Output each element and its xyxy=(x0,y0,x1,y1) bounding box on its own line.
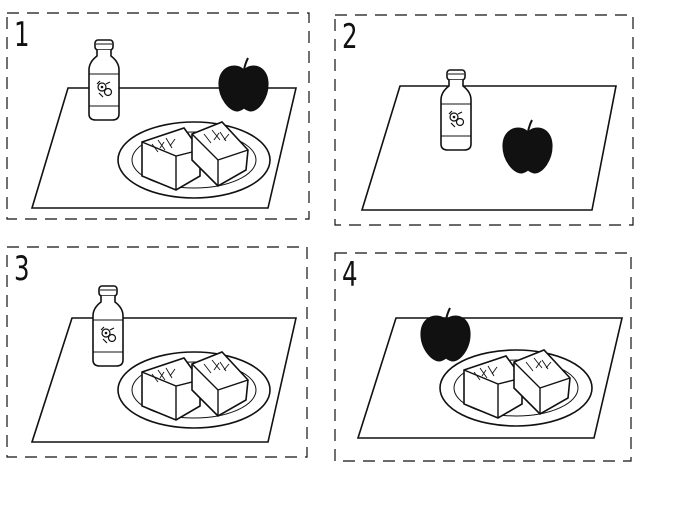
panel-number: 1 xyxy=(14,15,30,55)
apple-icon xyxy=(217,57,270,113)
bottle-icon xyxy=(92,285,124,367)
placemat xyxy=(360,85,617,211)
bottle-icon xyxy=(88,39,120,121)
panel-3-frame xyxy=(6,246,308,458)
panel-number: 3 xyxy=(14,249,30,289)
bread-plate-icon xyxy=(439,349,593,427)
panel-2: 2 xyxy=(334,14,634,226)
panel-1-frame xyxy=(6,12,310,220)
panel-2-frame xyxy=(334,14,634,226)
panel-4-frame xyxy=(334,252,632,462)
panel-4: 4 xyxy=(334,252,632,462)
bottle-icon xyxy=(440,69,472,151)
apple-icon xyxy=(419,307,472,363)
bread-plate-icon xyxy=(117,121,271,199)
panel-number: 4 xyxy=(342,255,358,295)
panel-3: 3 xyxy=(6,246,308,458)
panel-number: 2 xyxy=(342,17,358,57)
panel-1: 1 xyxy=(6,12,310,220)
bread-plate-icon xyxy=(117,351,271,429)
